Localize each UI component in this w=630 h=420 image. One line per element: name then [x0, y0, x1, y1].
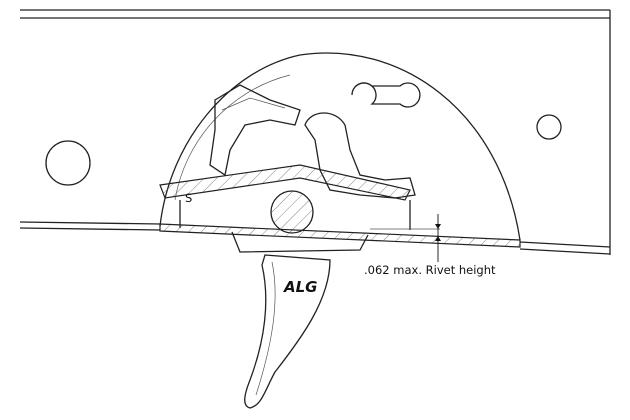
hammer [209, 84, 301, 177]
rivet-height-note: .062 max. Rivet height [364, 263, 496, 277]
trigger-housing-base [231, 231, 369, 253]
keyhole-slot [351, 82, 421, 108]
trigger-blade[interactable] [244, 254, 331, 409]
alg-logo: ALG [283, 278, 317, 296]
disconnector [304, 112, 416, 199]
trigger-pocket-arch [159, 52, 521, 241]
pin-hole-right [536, 114, 562, 140]
rivet-dimension [370, 214, 441, 262]
receiver-floor [159, 223, 521, 248]
spring-bar [159, 164, 411, 201]
receiver-body [19, 9, 611, 255]
trigger-pin [270, 190, 314, 234]
marking-s: S [185, 191, 192, 205]
pin-hole-left [45, 140, 91, 186]
